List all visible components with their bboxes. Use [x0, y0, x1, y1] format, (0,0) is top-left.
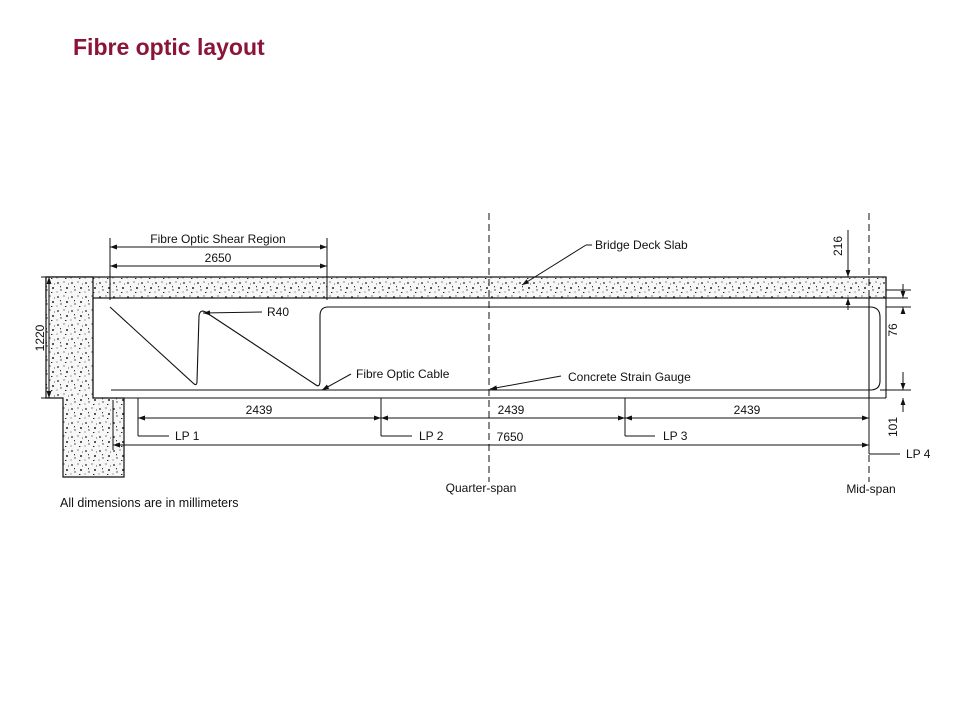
- lp-dimension-chain: [112, 398, 900, 455]
- bottom-offset-label: 101: [886, 417, 900, 437]
- deck-slab-label: Bridge Deck Slab: [595, 238, 688, 252]
- segment-3-label: 2439: [734, 403, 761, 417]
- shear-region-label: Fibre Optic Shear Region: [150, 232, 285, 246]
- height-dimension: [41, 276, 60, 399]
- deck-slab: [45, 276, 887, 299]
- strain-gauge-leader: [489, 375, 562, 391]
- deck-slab-leader: [521, 244, 587, 286]
- bottom-offset-dimension: [880, 372, 911, 412]
- lp4-label: LP 4: [906, 447, 931, 461]
- quarter-span-label: Quarter-span: [446, 481, 517, 495]
- mid-span-label: Mid-span: [846, 482, 895, 496]
- slab-thickness-label: 216: [831, 236, 845, 256]
- cable-offset-label: 76: [886, 323, 900, 337]
- shear-region-dimension: [109, 238, 328, 300]
- strain-gauge-label: Concrete Strain Gauge: [568, 370, 691, 384]
- lp2-label: LP 2: [419, 429, 444, 443]
- slab-thickness-dimension: [845, 230, 908, 310]
- radius-leader: [202, 310, 263, 316]
- segment-1-label: 2439: [246, 403, 273, 417]
- lp1-label: LP 1: [175, 429, 200, 443]
- radius-label: R40: [267, 305, 289, 319]
- page-title: Fibre optic layout: [73, 34, 265, 60]
- cable-label: Fibre Optic Cable: [356, 367, 450, 381]
- height-dimension-label: 1220: [33, 324, 47, 351]
- total-length-label: 7650: [497, 430, 524, 444]
- support-column: [45, 276, 125, 478]
- lp3-label: LP 3: [663, 429, 688, 443]
- fibre-optic-cable: [109, 306, 881, 391]
- segment-2-label: 2439: [498, 403, 525, 417]
- cable-offset-dimension: [886, 284, 911, 314]
- cable-leader: [321, 373, 352, 391]
- units-note: All dimensions are in millimeters: [60, 496, 239, 510]
- shear-length-dimension: 2650: [205, 251, 232, 265]
